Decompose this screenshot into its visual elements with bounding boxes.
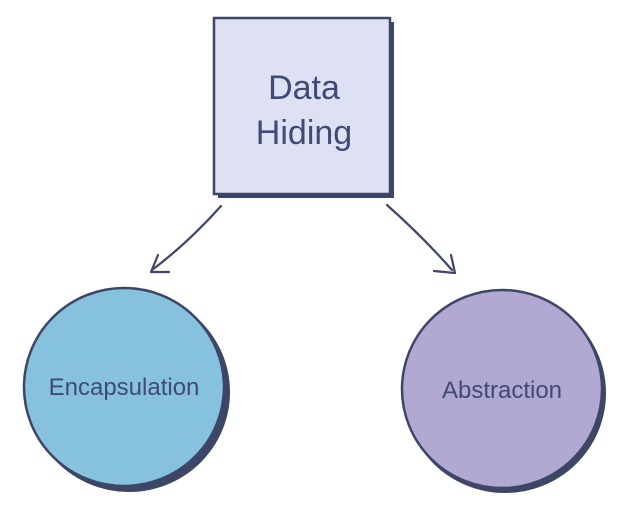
node-data-hiding-box [212, 16, 392, 196]
node-data-hiding-label-line1: Data [268, 69, 340, 107]
node-encapsulation-circle [22, 286, 226, 488]
arrow-to-abstraction [385, 203, 457, 275]
node-abstraction: Abstraction [400, 288, 606, 493]
node-encapsulation: Encapsulation [22, 286, 230, 492]
node-data-hiding: Data Hiding [212, 16, 394, 198]
node-data-hiding-label-line2: Hiding [256, 114, 352, 152]
node-abstraction-label: Abstraction [442, 377, 562, 404]
node-encapsulation-label: Encapsulation [49, 374, 200, 401]
node-abstraction-circle [400, 288, 604, 490]
arrow-to-encapsulation [149, 204, 223, 274]
